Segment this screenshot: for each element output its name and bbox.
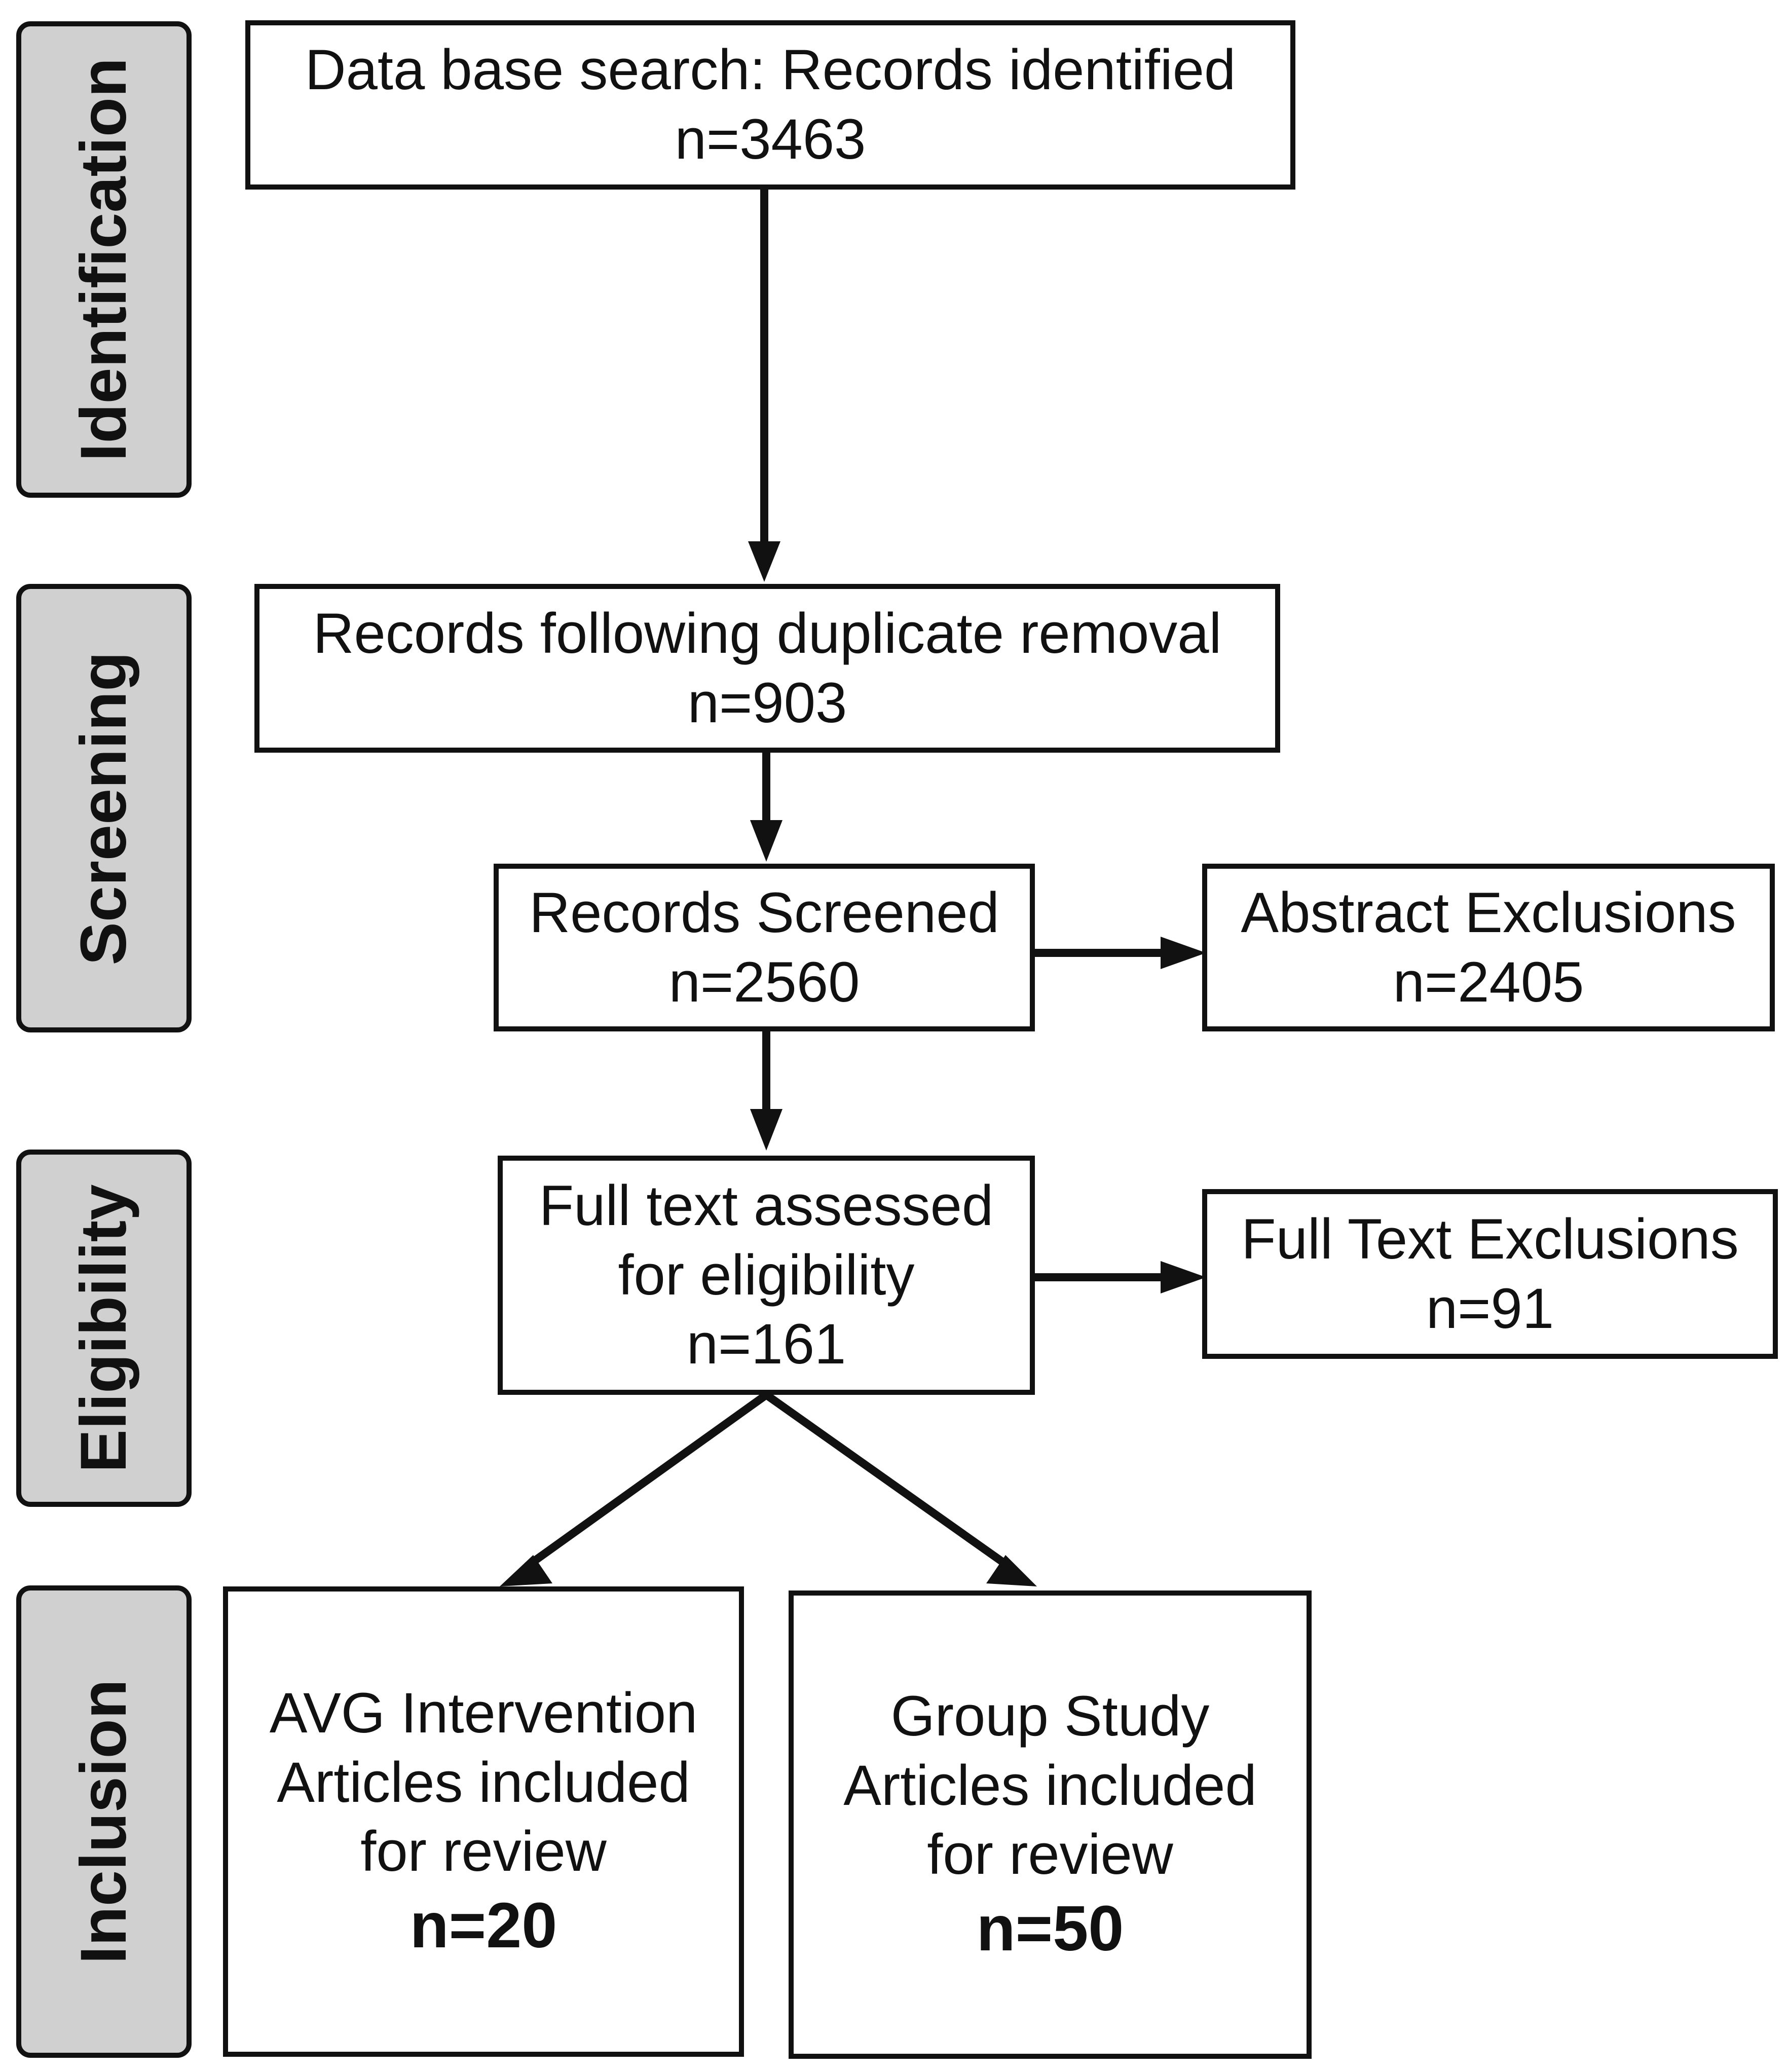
stage-tab-screening: Screening <box>16 584 192 1032</box>
stage-tab-identification: Identification <box>16 21 192 498</box>
full-text-assessed-line2: for eligibility <box>618 1243 915 1307</box>
records-screened-text: Records Screened <box>529 880 999 944</box>
arrowhead-dedup <box>748 541 780 582</box>
group-study-line2: Articles included <box>843 1753 1257 1817</box>
arrowhead-fulltext-exclusions <box>1161 1261 1206 1293</box>
arrowhead-fulltext <box>750 1109 783 1151</box>
database-search-box: Data base search: Records identified n=3… <box>245 20 1295 190</box>
arrowhead-avg <box>500 1555 552 1586</box>
arrow-fulltext-to-avg <box>525 1391 769 1570</box>
avg-intervention-box: AVG Intervention Articles included for r… <box>223 1586 744 2057</box>
arrowhead-abstract-exclusions <box>1161 937 1206 969</box>
arrowhead-group <box>986 1555 1037 1586</box>
full-text-assessed-count: n=161 <box>686 1312 846 1376</box>
full-text-exclusions-count: n=91 <box>1426 1276 1554 1340</box>
avg-intervention-line1: AVG Intervention <box>269 1681 698 1745</box>
arrowhead-screened <box>750 820 783 862</box>
avg-intervention-line2: Articles included <box>277 1750 690 1814</box>
avg-intervention-line3: for review <box>360 1820 607 1883</box>
avg-intervention-count: n=20 <box>409 1890 557 1962</box>
group-study-line3: for review <box>927 1823 1173 1886</box>
abstract-exclusions-text: Abstract Exclusions <box>1241 880 1736 944</box>
arrow-fulltext-to-group <box>764 1391 1011 1570</box>
full-text-assessed-line1: Full text assessed <box>539 1174 994 1238</box>
abstract-exclusions-box: Abstract Exclusions n=2405 <box>1202 864 1775 1031</box>
duplicate-removal-count: n=903 <box>687 671 847 734</box>
group-study-line1: Group Study <box>890 1684 1210 1748</box>
database-search-text: Data base search: Records identified <box>305 38 1236 102</box>
records-screened-count: n=2560 <box>668 950 860 1014</box>
stage-tab-eligibility: Eligibility <box>16 1150 192 1507</box>
full-text-exclusions-text: Full Text Exclusions <box>1241 1207 1739 1271</box>
records-screened-box: Records Screened n=2560 <box>494 864 1035 1031</box>
database-search-count: n=3463 <box>675 107 866 171</box>
full-text-exclusions-box: Full Text Exclusions n=91 <box>1202 1189 1778 1359</box>
stage-tab-inclusion: Inclusion <box>16 1585 192 2058</box>
group-study-count: n=50 <box>976 1893 1124 1965</box>
duplicate-removal-text: Records following duplicate removal <box>313 601 1222 665</box>
duplicate-removal-box: Records following duplicate removal n=90… <box>254 584 1280 753</box>
abstract-exclusions-count: n=2405 <box>1393 950 1584 1014</box>
full-text-assessed-box: Full text assessed for eligibility n=161 <box>498 1156 1035 1395</box>
group-study-box: Group Study Articles included for review… <box>789 1590 1312 2059</box>
